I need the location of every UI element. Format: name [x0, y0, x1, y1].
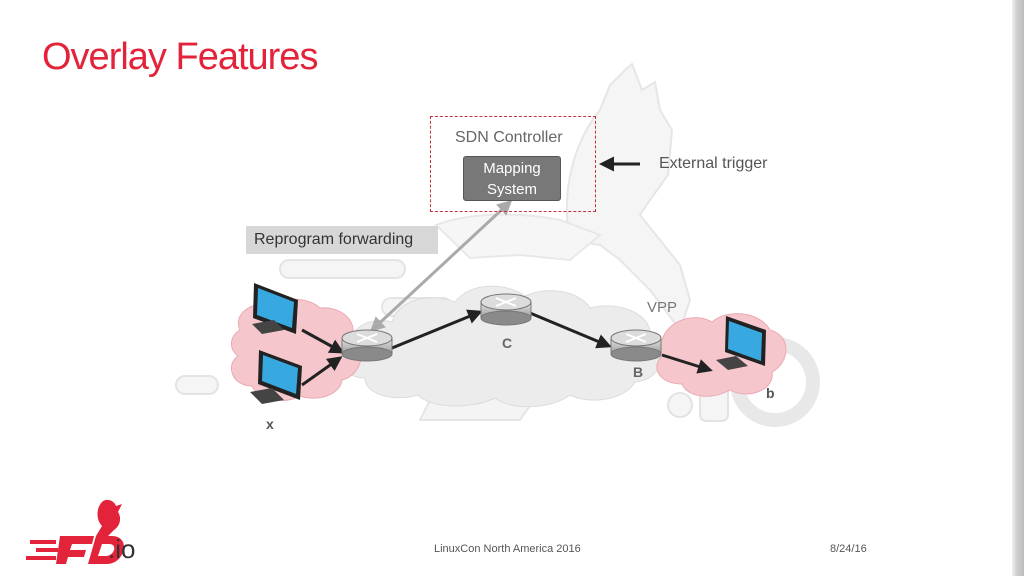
slide-title: Overlay Features	[42, 36, 318, 78]
reprogram-forwarding-label: Reprogram forwarding	[246, 226, 438, 254]
host-b-label: b	[766, 385, 775, 401]
router-c-icon	[480, 293, 532, 326]
host-computer-icon-1	[252, 283, 298, 334]
host-x-label: x	[266, 416, 274, 432]
reprogram-arrow	[369, 199, 513, 333]
logo-suffix: .io	[108, 534, 136, 564]
mapping-system-line2: System	[486, 181, 537, 198]
mapping-system-box: Mapping System	[463, 156, 561, 201]
external-trigger-label: External trigger	[659, 155, 768, 172]
fdio-logo-icon	[26, 499, 124, 564]
footer-event: LinuxCon North America 2016	[434, 543, 581, 555]
vpp-label: VPP	[647, 299, 678, 316]
router-c-label: C	[502, 335, 513, 351]
path-arrow-c-b	[529, 311, 612, 349]
mapping-system-line1: Mapping	[483, 160, 541, 177]
slide-edge-bar	[1012, 0, 1024, 576]
path-arrow-host2-a	[301, 356, 343, 387]
path-arrow-a-c	[391, 309, 483, 350]
site-b-cloud	[655, 313, 787, 397]
router-b-icon	[610, 329, 662, 362]
sdn-controller-label: SDN Controller	[455, 129, 563, 146]
path-arrow-host1-a	[301, 328, 345, 354]
footer-date: 8/24/16	[830, 543, 867, 555]
path-arrow-b-host	[661, 353, 713, 374]
host-computer-icon-2	[250, 350, 302, 404]
host-computer-icon-b	[716, 316, 766, 370]
sdn-controller-box	[430, 116, 596, 212]
router-a-icon	[341, 329, 393, 362]
router-b-label: B	[633, 364, 644, 380]
